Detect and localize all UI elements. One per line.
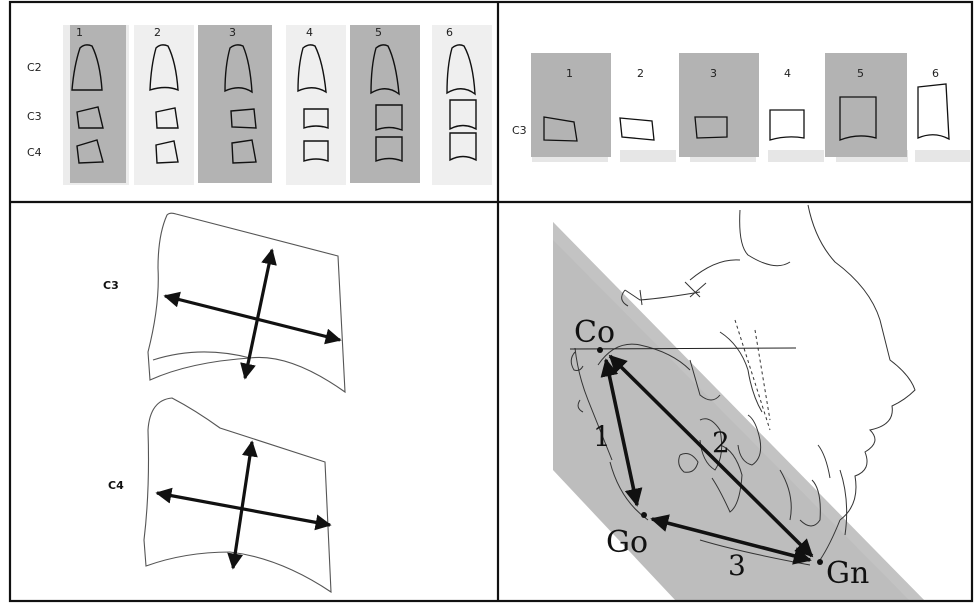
c3-outline <box>155 107 179 129</box>
line-label-3: 3 <box>728 549 746 582</box>
c3-vertebra-outline <box>147 212 346 394</box>
stage-number: 3 <box>229 26 236 39</box>
c3-outline <box>449 99 477 131</box>
c2-outline <box>297 44 327 94</box>
c3-outline <box>839 96 877 141</box>
vertebra-label-c3: C3 <box>512 124 527 137</box>
panel-cervical-stages: 1 2 3 4 5 6 C2 C3 C4 <box>27 25 492 185</box>
line-label-2: 2 <box>712 426 730 459</box>
c4-outline <box>303 140 329 162</box>
stage-number: 2 <box>154 26 161 39</box>
stage-number: 4 <box>784 67 791 80</box>
stage-strip <box>432 25 492 185</box>
c3-outline <box>76 106 104 129</box>
stage-strip <box>134 25 194 185</box>
panel-cephalometric: Co Go Gn 1 2 3 <box>553 204 925 601</box>
c3-width-arrow <box>163 291 342 345</box>
c4-outline <box>155 140 179 164</box>
c4-outline <box>375 136 403 163</box>
stage-shade-3 <box>198 25 272 183</box>
panel-c3-stages: 1 2 3 4 5 6 C3 <box>512 53 970 162</box>
point-label-go: Go <box>606 525 648 560</box>
stage-number: 5 <box>857 67 864 80</box>
c4-outline <box>449 132 477 162</box>
c3-outline <box>917 83 950 141</box>
vertebra-label-c3: C3 <box>103 279 119 292</box>
reference-line <box>569 347 797 350</box>
c2-outline <box>149 44 179 92</box>
c4-outline <box>231 139 257 164</box>
c2-outline <box>71 44 103 91</box>
vertebra-label-c3: C3 <box>27 110 42 123</box>
stage-number: 1 <box>566 67 573 80</box>
stage-strip <box>620 150 676 162</box>
c4-vertebra-outline <box>143 397 332 594</box>
stage-number: 6 <box>446 26 453 39</box>
c3-outline <box>230 108 257 129</box>
stage-strip <box>768 150 824 162</box>
stage-strip <box>915 150 970 162</box>
vertebra-label-c4: C4 <box>27 146 42 159</box>
stage-number: 3 <box>710 67 717 80</box>
stage-number: 6 <box>932 67 939 80</box>
c4-outline <box>76 139 104 164</box>
c3-outline <box>694 116 728 139</box>
panel-vertebra-measurement: C3 C4 <box>103 212 346 594</box>
stage-shade-5 <box>350 25 420 183</box>
stage-number: 1 <box>76 26 83 39</box>
vertebra-label-c4: C4 <box>108 479 124 492</box>
c3-shade-3 <box>679 53 759 157</box>
c3-outline <box>543 116 578 142</box>
c3-outline <box>769 109 805 141</box>
c2-outline <box>224 44 253 94</box>
c2-outline <box>370 44 400 96</box>
point-label-gn: Gn <box>826 556 869 591</box>
outer-border <box>8 0 974 603</box>
c4-height-arrow <box>227 440 258 570</box>
stage-number: 2 <box>637 67 644 80</box>
c3-outline <box>303 108 329 129</box>
arrow-go-gn <box>650 514 812 565</box>
landmark-co <box>597 347 603 353</box>
landmark-gn <box>817 559 823 565</box>
line-label-1: 1 <box>593 420 611 453</box>
stage-number: 4 <box>306 26 313 39</box>
c3-lower-margin <box>152 351 251 361</box>
c3-height-arrow <box>240 248 277 380</box>
c3-outline <box>619 117 655 141</box>
landmark-go <box>641 512 647 518</box>
c2-outline <box>446 44 476 96</box>
c3-shade-5 <box>825 53 907 157</box>
stage-number: 5 <box>375 26 382 39</box>
point-label-co: Co <box>574 315 615 350</box>
panel-grid <box>8 0 974 603</box>
c3-outline <box>375 104 403 132</box>
vertebra-label-c2: C2 <box>27 61 42 74</box>
